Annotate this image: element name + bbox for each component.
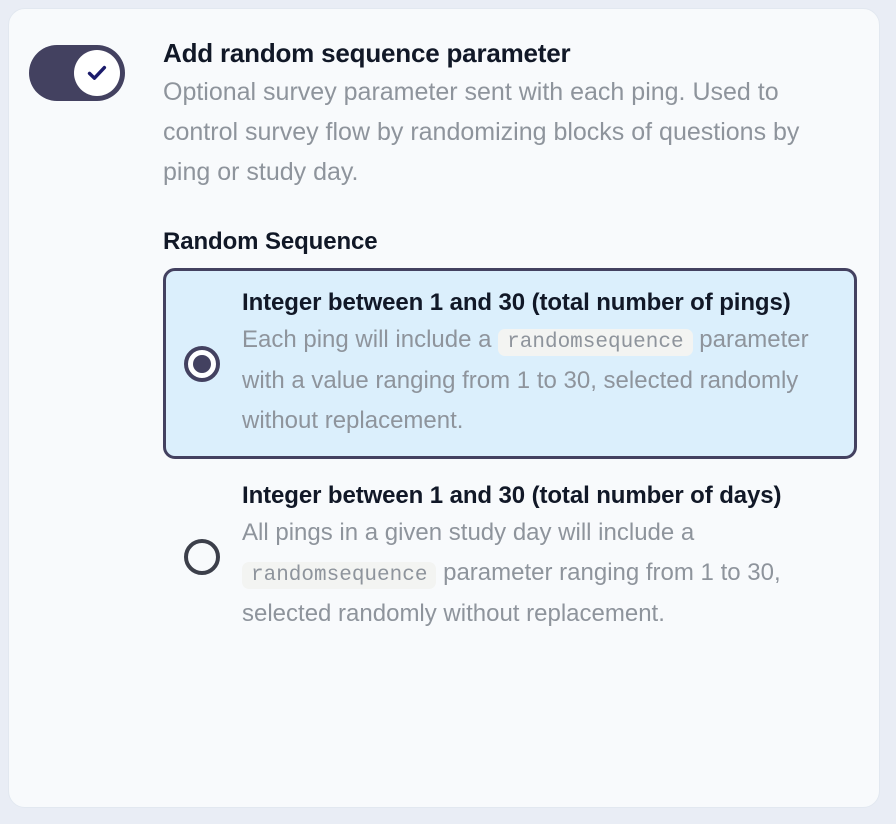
option-description-before: Each ping will include a: [242, 325, 492, 353]
radio-total-number-of-pings[interactable]: [184, 345, 220, 382]
check-icon: [84, 60, 110, 86]
option-description: All pings in a given study day will incl…: [242, 513, 840, 634]
add-random-sequence-parameter-toggle[interactable]: [29, 45, 125, 101]
option-body: Integer between 1 and 30 (total number o…: [242, 480, 840, 633]
random-sequence-options: Integer between 1 and 30 (total number o…: [163, 268, 857, 652]
randomsequence-code-token: randomsequence: [242, 561, 437, 589]
radio-total-number-of-days[interactable]: [184, 539, 220, 576]
option-body: Integer between 1 and 30 (total number o…: [242, 287, 840, 440]
option-title: Integer between 1 and 30 (total number o…: [242, 482, 782, 510]
random-sequence-settings-panel: Add random sequence parameter Optional s…: [8, 8, 880, 808]
toggle-knob: [74, 50, 120, 96]
option-total-number-of-days[interactable]: Integer between 1 and 30 (total number o…: [163, 459, 857, 652]
radio-dot-icon: [193, 354, 211, 373]
option-title: Integer between 1 and 30 (total number o…: [242, 289, 791, 317]
setting-title: Add random sequence parameter: [163, 38, 571, 68]
option-description: Each ping will include a randomsequence …: [242, 320, 840, 441]
option-description-after: parameter ranging from 1 to 30, selected…: [242, 558, 781, 627]
setting-description: Optional survey parameter sent with each…: [163, 78, 800, 187]
option-description-before: All pings in a given study day will incl…: [242, 519, 695, 547]
option-description-after: parameter with a value ranging from 1 to…: [242, 325, 809, 434]
setting-content: Add random sequence parameter Optional s…: [125, 37, 879, 653]
setting-row: Add random sequence parameter Optional s…: [9, 9, 879, 653]
option-total-number-of-pings[interactable]: Integer between 1 and 30 (total number o…: [163, 268, 857, 460]
randomsequence-code-token: randomsequence: [498, 328, 693, 356]
random-sequence-field-label: Random Sequence: [163, 228, 378, 256]
